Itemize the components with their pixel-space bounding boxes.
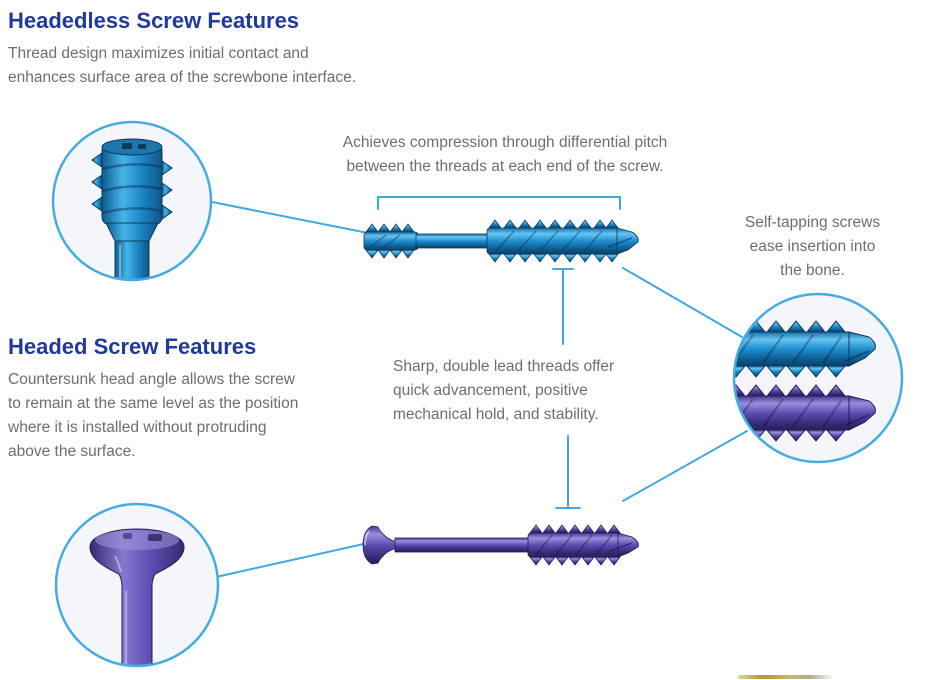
gold-screw-edge [738, 675, 834, 679]
pointer-top-thread [552, 268, 574, 345]
text-line: Self-tapping screws [744, 214, 881, 231]
text-line: enhances surface area of the screwbone i… [8, 69, 357, 86]
text-line: mechanical hold, and stability. [393, 406, 599, 423]
leader-line-blue-tip [622, 267, 743, 338]
headed-screw-head-magnifier [54, 502, 220, 668]
double-lead-annotation: Sharp, double lead threads offer quick a… [393, 355, 663, 427]
self-tapping-annotation: Self-tapping screws ease insertion into … [710, 211, 915, 283]
leader-line-headless-tip [211, 201, 369, 234]
text-line: above the surface. [8, 443, 136, 460]
headed-section-description: Countersunk head angle allows the screw … [8, 368, 348, 464]
text-line: Sharp, double lead threads offer [393, 358, 615, 375]
leader-line-purple-tip [622, 430, 748, 502]
text-line: Achieves compression through differentia… [342, 134, 668, 151]
text-line: where it is installed without protruding [8, 419, 267, 436]
headless-section-description: Thread design maximizes initial contact … [8, 42, 388, 90]
leader-line-screw-head [215, 542, 369, 578]
text-line: to remain at the same level as the posit… [8, 395, 299, 412]
compression-annotation: Achieves compression through differentia… [300, 131, 710, 179]
headless-section-title: Headedless Screw Features [8, 8, 300, 33]
headed-screw-figure [362, 524, 639, 566]
compression-bracket [377, 196, 621, 210]
text-line: Countersunk head angle allows the screw [8, 371, 295, 388]
self-tapping-tips-magnifier [732, 292, 904, 464]
text-line: quick advancement, positive [393, 382, 588, 399]
text-line: the bone. [780, 262, 845, 279]
text-line: between the threads at each end of the s… [346, 158, 664, 175]
pointer-bottom-thread [555, 435, 581, 509]
text-line: Thread design maximizes initial contact … [8, 45, 309, 62]
headed-section-title: Headed Screw Features [8, 334, 257, 359]
headless-tip-magnifier [51, 120, 213, 282]
text-line: ease insertion into [749, 238, 876, 255]
headless-screw-figure [363, 219, 639, 263]
